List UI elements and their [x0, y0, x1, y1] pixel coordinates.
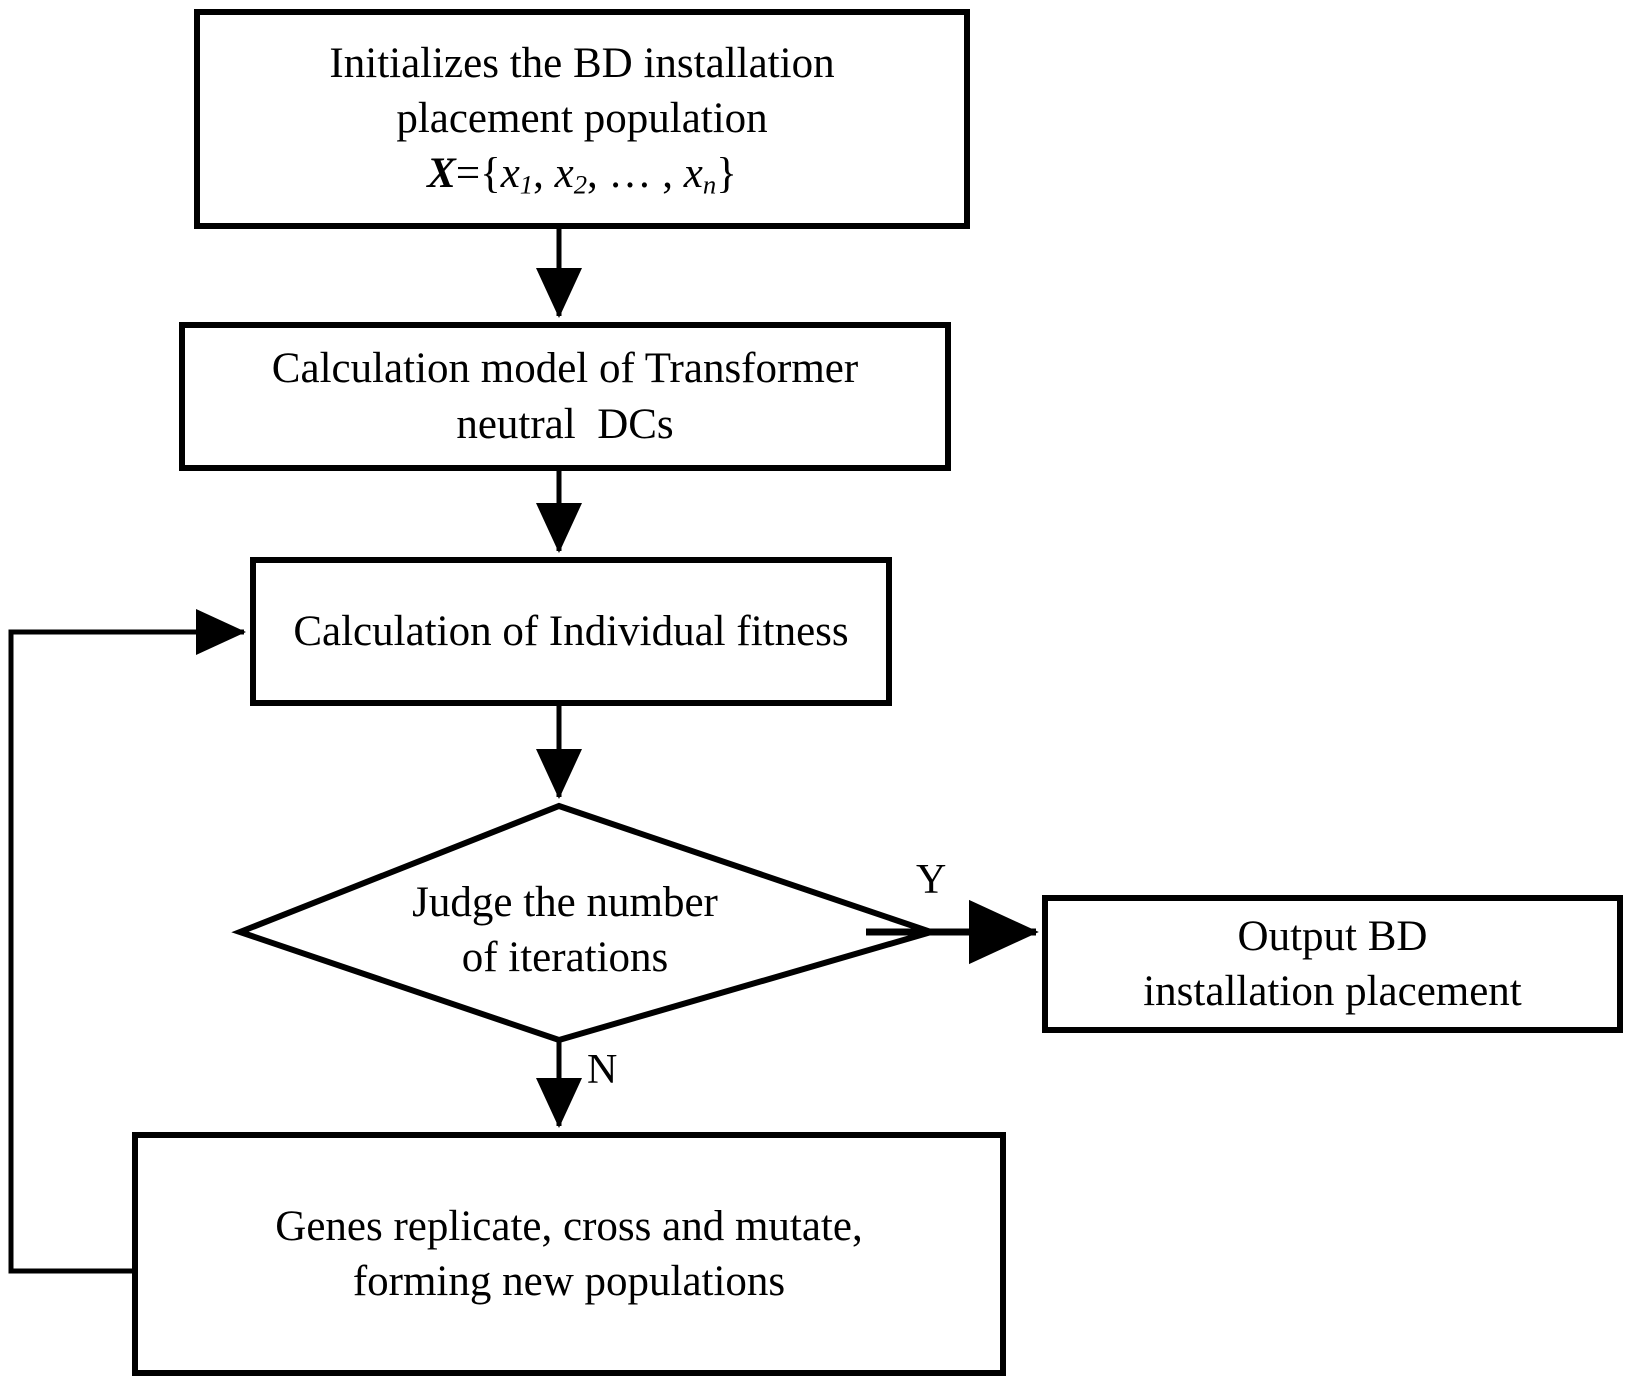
- node-output-box: [1042, 895, 1623, 1033]
- node-judge-diamond: [231, 802, 942, 1044]
- node-model-box: [179, 322, 951, 471]
- node-fitness-box: [250, 557, 892, 706]
- node-init-box: [194, 9, 970, 229]
- node-genes-box: [132, 1132, 1006, 1376]
- connector-genes-feedback-to-fitness: [8, 609, 246, 1274]
